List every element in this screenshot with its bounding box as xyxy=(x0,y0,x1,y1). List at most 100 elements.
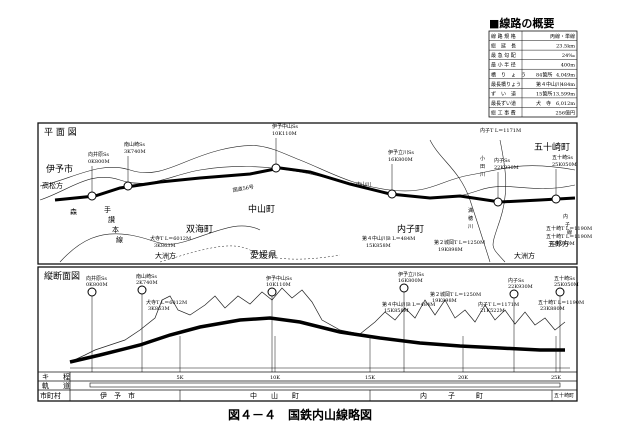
row-kido: 軌 道 xyxy=(42,381,70,390)
overview-value-2: 丙線・単線 xyxy=(550,33,575,40)
profile-station-km: 2K740M xyxy=(136,280,158,286)
profile-station-km: 10K110M xyxy=(266,282,291,288)
profile-structure-name: 五十崎T L＝1190M xyxy=(538,299,584,306)
km-tick-label: 25K xyxy=(551,375,561,381)
row-kitei: キ 程 xyxy=(42,372,70,381)
profile-station-km: 0K800M xyxy=(86,282,108,288)
place-nakayama: 中山町 xyxy=(248,203,275,215)
km-tick-label: 5K xyxy=(177,375,184,381)
overview-value-2: 484m xyxy=(561,82,576,88)
profile-structure-name: 第２城岡T L＝1250M xyxy=(430,291,481,298)
plan-tunnel-name: 五十崎T L＝1190M xyxy=(546,233,592,240)
profile-station-name: 南山崎Ss xyxy=(136,273,157,280)
plan-station-circle xyxy=(551,194,561,204)
profile-structure-km: 23K880M xyxy=(540,306,565,312)
rail-grade-line xyxy=(69,316,565,364)
muni-uchiko: 内 子 町 xyxy=(420,391,483,400)
place-iyoshi: 伊予市 xyxy=(46,163,73,175)
line-char-1: 手 xyxy=(104,205,111,214)
oda-char3: 川 xyxy=(468,224,473,230)
plan-station-km: 22K930M xyxy=(494,165,519,171)
track-bar xyxy=(89,382,561,388)
overview-value-2: 4,049m xyxy=(556,72,575,78)
muni-ikazaki: 五十崎町 xyxy=(554,392,574,399)
line-char-3: 本 xyxy=(112,225,119,234)
profile-station-circle xyxy=(399,283,409,293)
overview-value-2: 256億円 xyxy=(555,110,575,117)
plan-station-circle xyxy=(123,181,133,191)
plan-station-circle xyxy=(387,189,397,199)
overview-value-1: 第４中山川 xyxy=(536,81,561,88)
plan-station-circle xyxy=(87,191,97,201)
place-takamatsu: 高松方 xyxy=(42,181,63,190)
profile-frame xyxy=(37,266,578,402)
plan-frame xyxy=(37,122,578,265)
place-ozu-right: 大洲方 xyxy=(514,251,535,260)
muni-iyo: 伊 予 市 xyxy=(100,391,135,400)
overview-value-2: 6,012m xyxy=(556,101,575,107)
line-char-4: 線 xyxy=(116,235,123,244)
plan-tunnel-name: 犬寺T L＝6012M xyxy=(150,235,191,242)
uchikosen-char2: 子 xyxy=(565,221,570,228)
oda-char1: 満 xyxy=(468,207,473,214)
plan-station-markers: 向井原Ss0K800M南山崎Ss3K740M伊予中山Ss10K110M伊予立川S… xyxy=(87,123,577,207)
road-line xyxy=(39,145,576,192)
overview-value-2: 24‰ xyxy=(562,53,575,59)
uchikosen-char1: 内 xyxy=(563,213,568,220)
profile-station-km: 25K050M xyxy=(554,282,579,288)
place-goro: 五郎方 xyxy=(548,239,569,248)
plan-tunnel-km: 3K863M xyxy=(154,243,176,249)
plan-view: 平 面 図 伊予市 高松方 森 手 讃 本 線 大洲方 双海町 中山町 愛媛県 … xyxy=(37,122,592,265)
overview-value-1: 15箇所 xyxy=(536,90,552,97)
plan-station-km: 3K740M xyxy=(124,149,146,155)
profile-structure-name: 第４中山川B L＝484M xyxy=(382,301,435,308)
profile-station-circle xyxy=(267,287,277,297)
figure-caption: 図４－４ 国鉄内山線略図 xyxy=(228,407,372,422)
plan-station-name: 南山崎Ss xyxy=(124,141,145,148)
plan-station-name: 内子Ss xyxy=(494,157,510,164)
plan-station-circle xyxy=(493,197,503,207)
plan-station-name: 伊予立川Ss xyxy=(388,149,414,156)
km-tick-label: 10K xyxy=(270,375,280,381)
profile-station-circle xyxy=(509,289,519,299)
overview-value-2: 400m xyxy=(561,63,576,69)
plan-station-km: 0K800M xyxy=(88,159,110,165)
profile-station-name: 五十崎Ss xyxy=(554,275,575,282)
row-city: 市町村 xyxy=(40,391,61,400)
place-ikazaki: 五十崎町 xyxy=(534,141,570,153)
plan-station-name: 伊予中山Ss xyxy=(272,123,298,130)
label-route56: 国道56号 xyxy=(232,183,254,194)
overview-key: ず い 道 xyxy=(491,90,516,97)
place-uchiko: 内子町 xyxy=(397,223,424,235)
overview-value-2: 23.5km xyxy=(556,44,575,50)
plan-station-km: 16K800M xyxy=(388,157,413,163)
odagawa-char2: 田 xyxy=(480,164,485,170)
profile-structure-name: 犬寺T L＝6012M xyxy=(146,299,187,306)
overview-key: 総 工 事 費 xyxy=(491,110,516,117)
tributary xyxy=(492,139,507,263)
profile-label: 縦断面図 xyxy=(44,270,80,282)
plan-label: 平 面 図 xyxy=(44,127,77,138)
overview-title: ■線路の概要 xyxy=(489,16,554,30)
plan-tunnel-name: 第４中山川B L＝484M xyxy=(362,235,415,242)
overview-key: 橋 り ょ う xyxy=(491,71,526,78)
profile-structure-name: 内子T L＝1171M xyxy=(478,301,519,308)
overview-value-1: 犬 寺 xyxy=(536,100,551,107)
plan-station-circle xyxy=(271,163,281,173)
profile-station-circle xyxy=(87,287,97,297)
profile-station-name: 伊予中山Ss xyxy=(266,275,292,282)
plan-station-km: 25K050M xyxy=(552,162,577,168)
overview-key: 最長ずい道 xyxy=(491,100,516,107)
km-tick-label: 15K xyxy=(365,375,375,381)
place-ozu-left: 大洲方 xyxy=(155,251,176,260)
plan-tunnel-km: 22K000M xyxy=(550,241,575,247)
odagawa-char3: 川 xyxy=(480,172,485,178)
line-char-2: 讃 xyxy=(108,215,115,224)
profile-structure-km: 19K898M xyxy=(432,298,457,304)
profile-station-name: 向井原Ss xyxy=(86,275,107,282)
boundary-line xyxy=(59,225,261,263)
